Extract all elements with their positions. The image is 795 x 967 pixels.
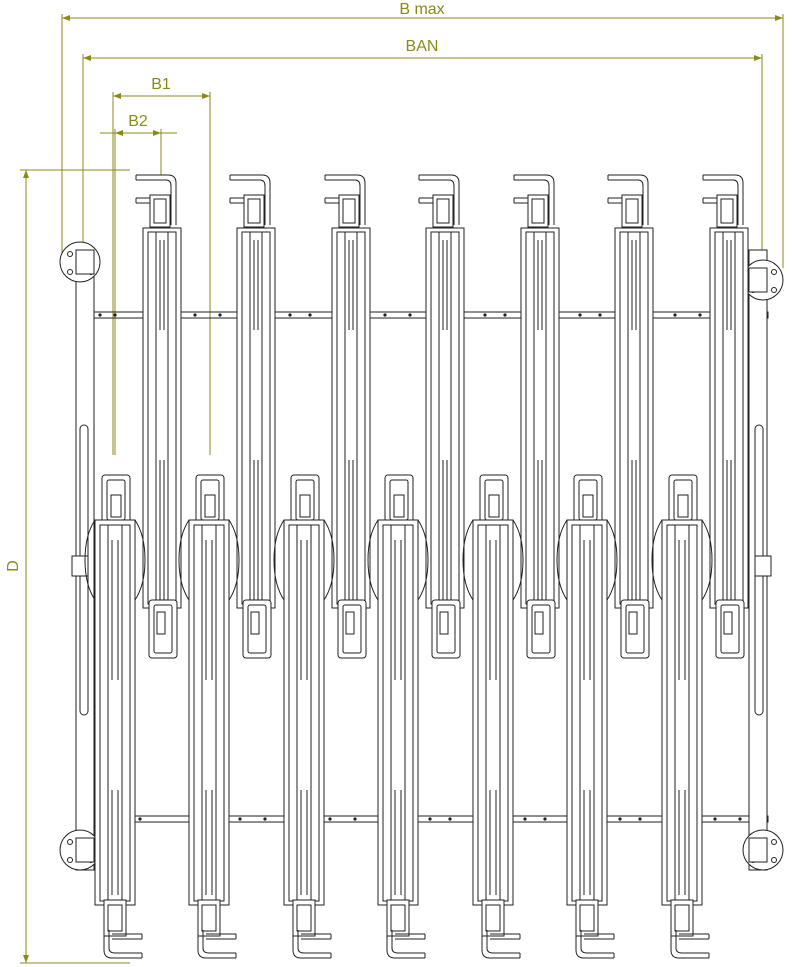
b1-label: B1 [151, 76, 171, 93]
dimension-b1: B1 [112, 76, 211, 455]
lower-bay [84, 474, 146, 959]
upper-bay [135, 174, 182, 659]
upper-bays [135, 174, 749, 659]
b-max-label: B max [399, 1, 444, 18]
base-plate-top-left [59, 241, 101, 283]
b2-label: B2 [128, 113, 148, 130]
base-plate-bottom-right [742, 829, 784, 871]
dimension-d: D [5, 169, 130, 964]
base-plate-top-right [742, 259, 784, 301]
base-plate-bottom-left [59, 829, 101, 871]
d-label: D [5, 560, 22, 572]
dimension-b2: B2 [100, 113, 177, 455]
lower-bays [84, 474, 713, 959]
dimension-b-max: B max [61, 1, 784, 268]
ban-label: BAN [406, 38, 439, 55]
dimension-ban: BAN [82, 38, 763, 268]
